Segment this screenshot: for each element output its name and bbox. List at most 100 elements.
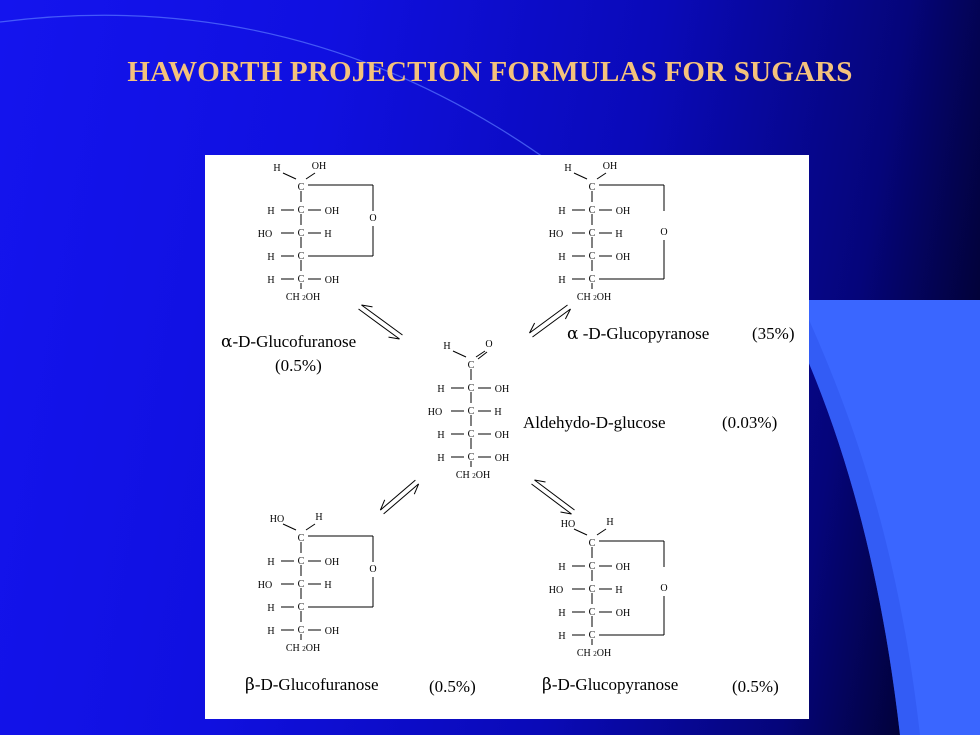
aldehydo-carbon-2: C: [468, 383, 475, 394]
alpha_pyranose-row-3-left: H: [558, 275, 565, 286]
beta_furanose-carbon-3: C: [298, 579, 305, 590]
aldehydo-carbon-3: C: [468, 406, 475, 417]
equilibrium-arrow-top-right-forward-head: [564, 308, 571, 320]
beta-furanose-name-text: -D-Glucofuranose: [254, 675, 379, 694]
beta_furanose-row-2-left: H: [267, 603, 274, 614]
alpha_pyranose-carbon-5: C: [589, 274, 596, 285]
beta_pyranose-carbon-2: C: [589, 561, 596, 572]
beta_furanose-bottom-group: CH 2OH: [286, 643, 320, 654]
alpha_pyranose-carbon-4: C: [589, 251, 596, 262]
alpha_furanose-carbon-1: C: [298, 182, 305, 193]
beta_pyranose-top-right: H: [606, 517, 613, 528]
alpha-furanose-glyph: α: [221, 332, 233, 352]
alpha_pyranose-carbon-3: C: [589, 228, 596, 239]
alpha-furanose-name-text: -D-Glucofuranose: [232, 332, 357, 351]
alpha-pyranose-percent: (35%): [752, 324, 795, 343]
alpha_furanose-row-0-left: H: [267, 206, 274, 217]
beta_furanose-row-0-right: OH: [325, 557, 339, 568]
beta_pyranose-carbon-5: C: [589, 630, 596, 641]
beta_furanose-ring-oxygen: O: [369, 564, 376, 575]
beta-pyranose-name-text: -D-Glucopyranose: [551, 675, 679, 694]
equilibrium-arrow-top-left-forward: [358, 308, 400, 340]
alpha_pyranose-row-2-left: H: [558, 252, 565, 263]
accent-shape-shadow: [780, 300, 920, 735]
beta_pyranose-row-1-right: H: [615, 585, 622, 596]
equilibrium-arrow-bottom-right-backward-head: [534, 479, 546, 483]
aldehydo-percent: (0.03%): [722, 413, 778, 432]
equilibrium-arrow-top-right-backward-head: [529, 322, 536, 334]
alpha_furanose-carbon-4: C: [298, 251, 305, 262]
alpha_pyranose-row-2-right: OH: [616, 252, 630, 263]
aldehydo-bottom-group-subscript: 2: [472, 472, 476, 480]
equilibrium-arrow-bottom-left-backward: [383, 483, 419, 515]
beta_pyranose-row-3-left: H: [558, 631, 565, 642]
beta_pyranose-top-left: HO: [561, 519, 575, 530]
alpha_pyranose-row-1-right: H: [615, 229, 622, 240]
alpha_furanose-carbon-5: C: [298, 274, 305, 285]
beta_pyranose-carbon-1: C: [589, 538, 596, 549]
alpha_pyranose-row-0-right: OH: [616, 206, 630, 217]
beta-furanose-name: β-D-Glucofuranose: [245, 676, 379, 694]
alpha_furanose-row-1-right: H: [324, 229, 331, 240]
equilibrium-arrow-bottom-right-forward: [531, 483, 572, 515]
alpha_furanose-carbon-2: C: [298, 205, 305, 216]
alpha_furanose-ring-oxygen: O: [369, 213, 376, 224]
alpha_furanose-bottom-group-subscript: 2: [302, 294, 306, 302]
alpha-furanose-name: α-D-Glucofuranose: [221, 333, 356, 351]
alpha_pyranose-carbon-2: C: [589, 205, 596, 216]
beta_furanose-bottom-group-subscript: 2: [302, 645, 306, 653]
beta_furanose-carbon-4: C: [298, 602, 305, 613]
beta_pyranose-bottom-group-part: OH: [597, 648, 611, 659]
beta-pyranose-percent: (0.5%): [732, 677, 779, 696]
beta_furanose-top-right-bond: [305, 523, 316, 531]
alpha_pyranose-top-right: OH: [603, 161, 617, 172]
beta_furanose-row-3-right: OH: [325, 626, 339, 637]
beta_pyranose-top-right-bond: [596, 528, 607, 536]
aldehydo-row-0-right: OH: [495, 384, 509, 395]
aldehydo-row-1-left: HO: [428, 407, 442, 418]
beta_furanose-bottom-group-part: CH: [286, 643, 302, 654]
aldehydo-top-right: O: [485, 339, 492, 350]
beta_pyranose-row-2-right: OH: [616, 608, 630, 619]
alpha-pyranose-name: α -D-Glucopyranose: [567, 325, 709, 343]
aldehydo-carbon-1: C: [468, 360, 475, 371]
alpha_furanose-top-left-bond: [282, 172, 297, 180]
beta_pyranose-row-2-left: H: [558, 608, 565, 619]
beta_pyranose-top-left-bond: [573, 528, 588, 536]
equilibrium-arrow-bottom-left-backward-head: [413, 483, 420, 495]
page-title: HAWORTH PROJECTION FORMULAS FOR SUGARS: [127, 56, 853, 88]
equilibrium-arrow-top-right-forward: [532, 308, 571, 338]
beta_furanose-top-left: HO: [270, 514, 284, 525]
alpha_pyranose-bottom-group-subscript: 2: [593, 294, 597, 302]
alpha_furanose-bottom-group-part: OH: [306, 292, 320, 303]
beta_furanose-carbon-2: C: [298, 556, 305, 567]
beta_pyranose-bottom-group-subscript: 2: [593, 650, 597, 658]
alpha_furanose-top-right-bond: [305, 172, 316, 180]
equilibrium-arrow-bottom-right-backward: [534, 479, 575, 511]
beta_furanose-row-1-right: H: [324, 580, 331, 591]
aldehydo-row-3-left: H: [437, 453, 444, 464]
alpha_furanose-top-right: OH: [312, 161, 326, 172]
beta_pyranose-bottom-group-part: CH: [577, 648, 593, 659]
equilibrium-arrow-top-left-forward-head: [388, 336, 400, 340]
beta_pyranose-carbon-3: C: [589, 584, 596, 595]
beta_furanose-top-left-bond: [282, 523, 297, 531]
beta_pyranose-row-0-left: H: [558, 562, 565, 573]
beta_pyranose-bottom-group: CH 2OH: [577, 648, 611, 659]
aldehydo-top-left: H: [443, 341, 450, 352]
alpha-pyranose-glyph: α: [567, 324, 579, 344]
beta_pyranose-ring-oxygen: O: [660, 583, 667, 594]
alpha_pyranose-ring-oxygen: O: [660, 227, 667, 238]
beta-pyranose-glyph: β: [542, 675, 552, 695]
beta_furanose-top-right: H: [315, 512, 322, 523]
equilibrium-arrow-bottom-right-forward-head: [560, 511, 572, 515]
beta_pyranose-carbon-4: C: [589, 607, 596, 618]
equilibrium-arrow-top-left: [358, 304, 403, 340]
equilibrium-arrow-bottom-left: [379, 479, 420, 515]
alpha_furanose-row-3-left: H: [267, 275, 274, 286]
